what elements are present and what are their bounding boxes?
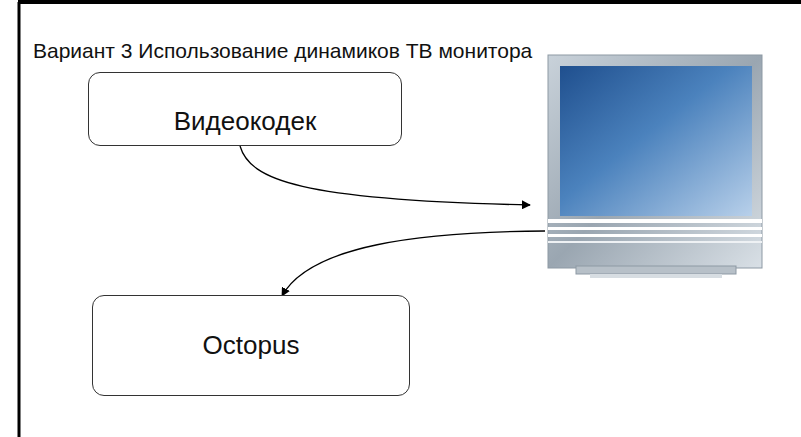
diagram-title: Вариант 3 Использование динамиков ТВ мон… bbox=[33, 39, 532, 63]
process-box: Видеокодек bbox=[88, 72, 402, 146]
process-box: Octopus bbox=[92, 295, 410, 396]
page-frame bbox=[18, 2, 801, 437]
box-label: Octopus bbox=[203, 330, 300, 361]
signal-arrow bbox=[240, 146, 545, 296]
tv-monitor bbox=[548, 55, 762, 278]
box-label: Видеокодек bbox=[174, 106, 317, 137]
